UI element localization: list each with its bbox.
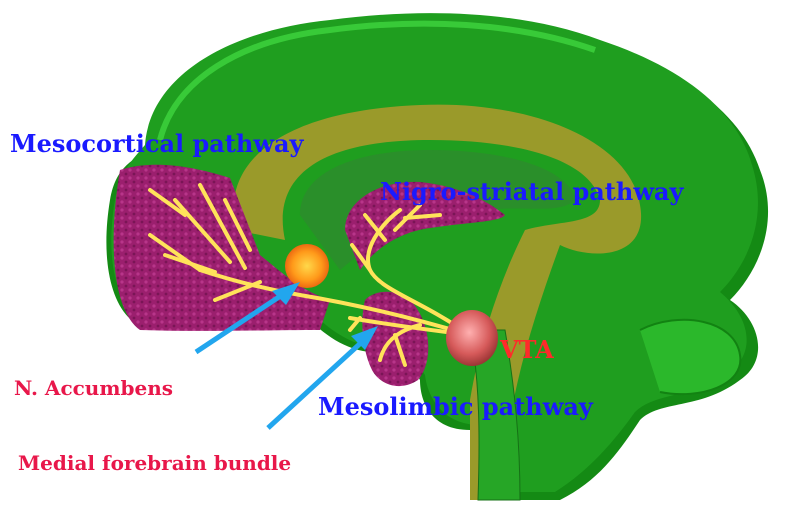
label-nigrostriatal: Nigro-striatal pathway — [380, 177, 685, 206]
label-vta: VTA — [499, 335, 554, 364]
n-accumbens-structure — [285, 244, 329, 288]
label-mesocortical: Mesocortical pathway — [10, 129, 305, 158]
vta-structure — [446, 310, 498, 366]
label-mfb: Medial forebrain bundle — [18, 451, 291, 475]
label-accumbens: N. Accumbens — [14, 376, 173, 400]
label-mesolimbic: Mesolimbic pathway — [318, 392, 594, 421]
